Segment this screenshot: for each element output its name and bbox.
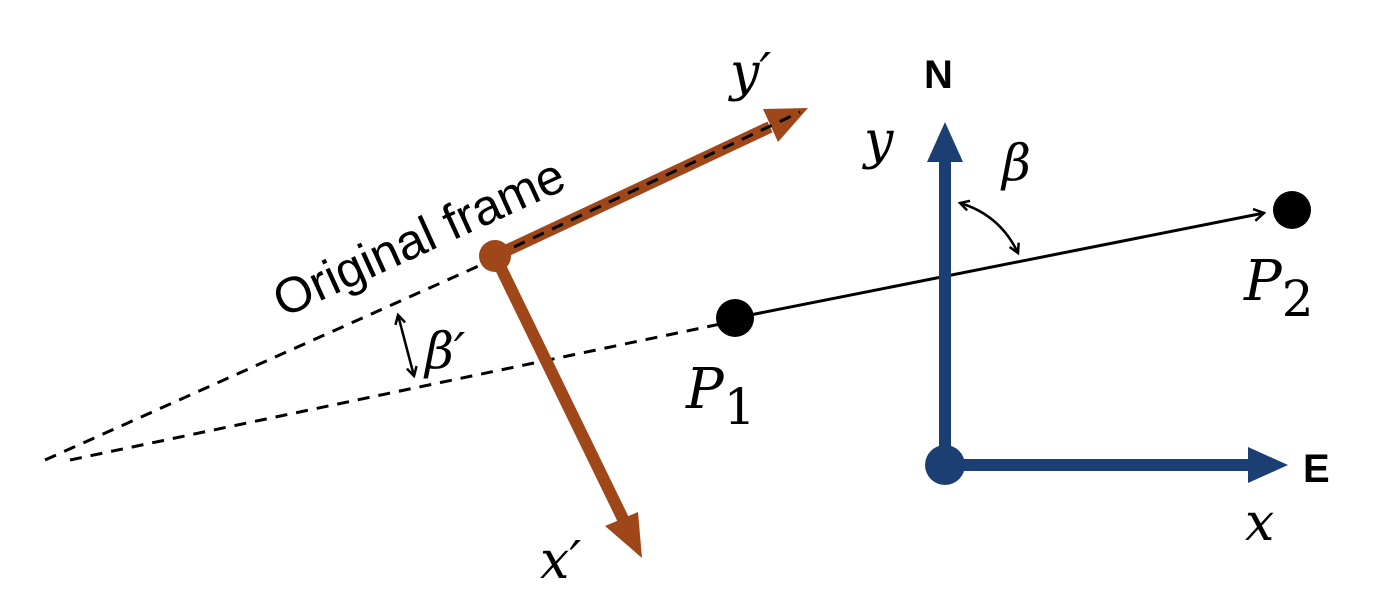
point-p1	[716, 299, 754, 337]
p2-label: P2	[1243, 249, 1314, 328]
y-label: y	[862, 111, 894, 171]
beta-prime-label: β′	[423, 322, 466, 380]
dashed-guide-lines	[44, 258, 731, 462]
p1-label-subscript: 1	[724, 378, 756, 436]
east-arrowhead	[1248, 447, 1288, 483]
dashed-line-to-origin	[44, 258, 493, 462]
x-prime-axis	[489, 253, 630, 524]
x-prime-label: x′	[540, 531, 581, 591]
p2-label-main: P	[1243, 249, 1283, 314]
p1-to-p2-arrow	[734, 213, 1264, 320]
p2-label-subscript: 2	[1282, 270, 1314, 328]
north-east-frame-axes	[925, 122, 1288, 485]
p1-label: P1	[685, 357, 756, 436]
ne-frame-origin	[925, 445, 965, 485]
original-frame-axes	[479, 108, 808, 558]
beta-angle-arc	[960, 203, 1018, 253]
x-label: x	[1245, 493, 1274, 553]
original-frame-origin	[479, 240, 511, 272]
y-prime-label: y′	[728, 43, 771, 103]
point-p2	[1273, 191, 1311, 229]
north-arrowhead	[927, 122, 963, 162]
x-prime-arrowhead	[605, 512, 642, 558]
beta-label: β	[1000, 134, 1031, 192]
beta-prime-angle-marker	[398, 315, 414, 376]
east-label: E	[1303, 447, 1330, 491]
y-prime-dashed-overlay	[494, 110, 801, 258]
dashed-line-to-p1	[69, 320, 731, 462]
p1-label-main: P	[685, 357, 725, 422]
north-label: N	[924, 53, 953, 97]
y-prime-arrowhead	[763, 108, 808, 142]
